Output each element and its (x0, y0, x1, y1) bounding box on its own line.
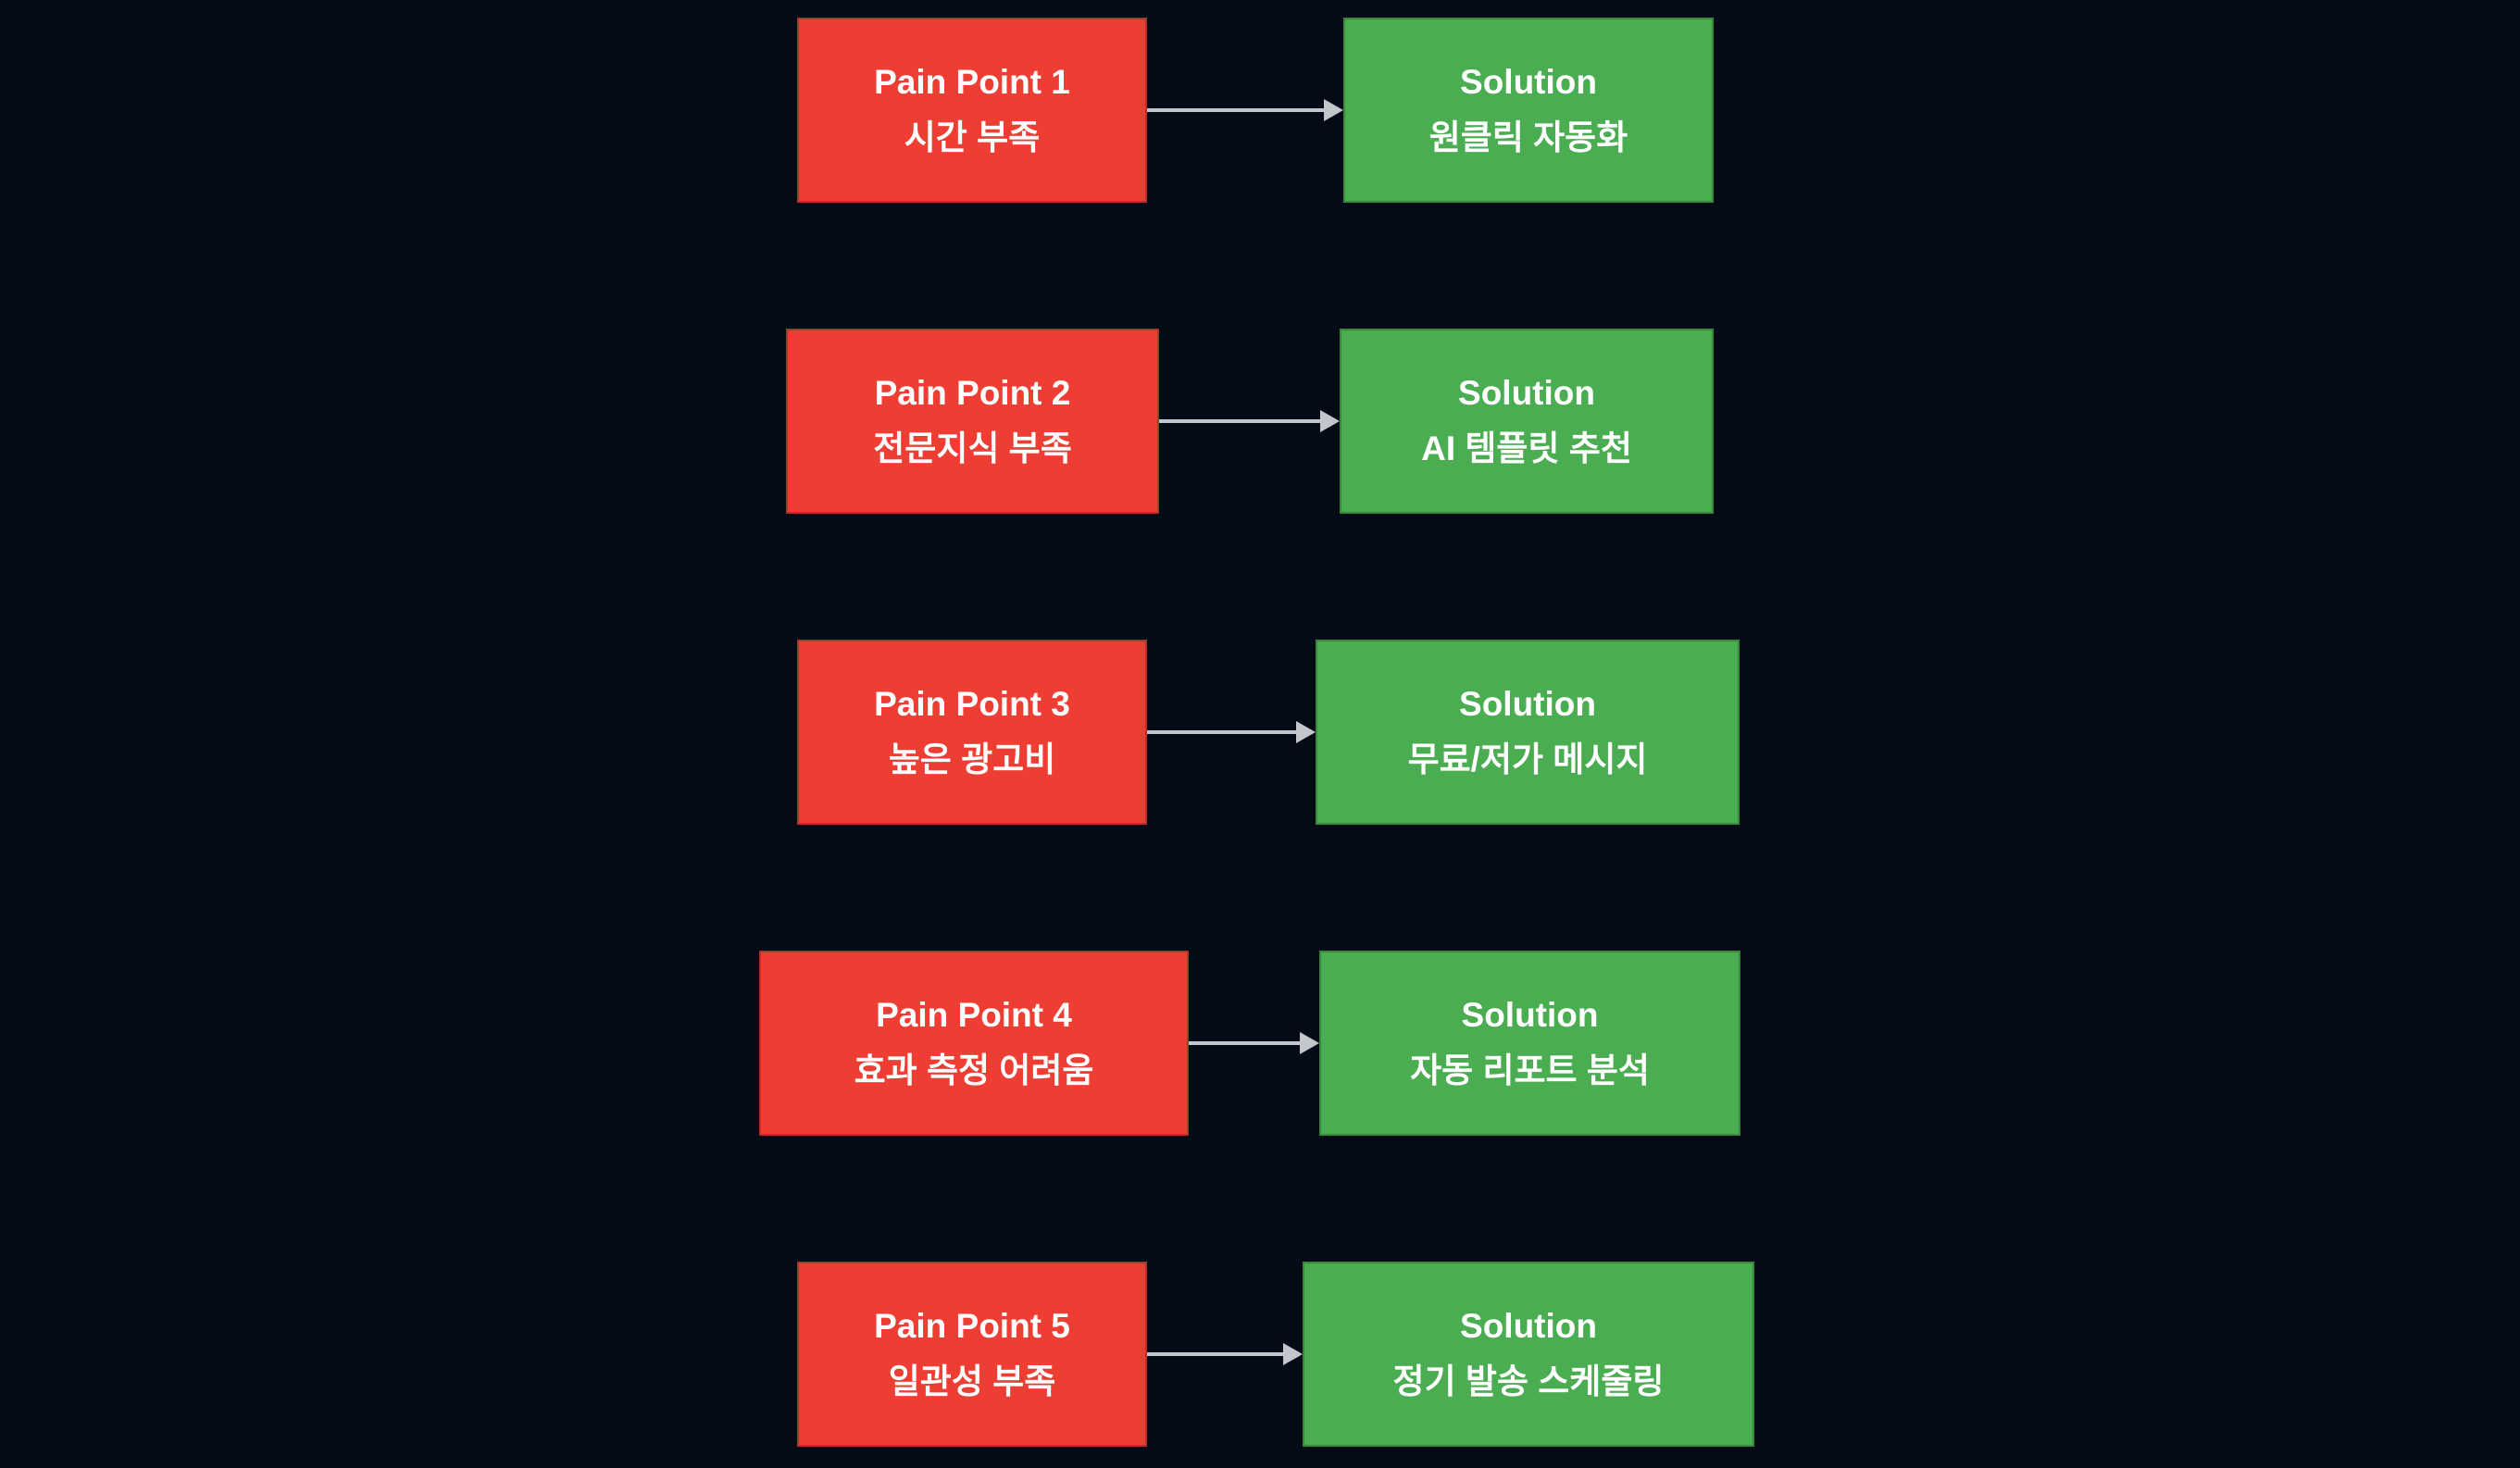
pain-title: Pain Point 4 (876, 996, 1072, 1034)
diagram-row-2: Pain Point 2 전문지식 부족 Solution AI 템플릿 추천 (0, 329, 2520, 514)
diagram-row-5: Pain Point 5 일관성 부족 Solution 정기 발송 스케줄링 (0, 1262, 2520, 1447)
arrow-connector (1189, 1032, 1319, 1054)
pain-subtitle: 높은 광고비 (888, 740, 1056, 778)
arrow-shaft (1147, 108, 1327, 112)
pain-point-box: Pain Point 3 높은 광고비 (797, 640, 1147, 825)
solution-box: Solution 정기 발송 스케줄링 (1303, 1262, 1754, 1447)
pain-point-box: Pain Point 4 효과 측정 어려움 (759, 951, 1189, 1136)
solution-box: Solution 무료/저가 메시지 (1316, 640, 1740, 825)
pain-point-box: Pain Point 5 일관성 부족 (797, 1262, 1147, 1447)
arrow-head-icon (1300, 1032, 1319, 1054)
pain-title: Pain Point 1 (874, 63, 1070, 101)
solution-title: Solution (1458, 374, 1595, 412)
solution-box: Solution 자동 리포트 분석 (1319, 951, 1740, 1136)
arrow-head-icon (1320, 410, 1340, 432)
solution-title: Solution (1461, 996, 1599, 1034)
pain-subtitle: 전문지식 부족 (873, 429, 1072, 467)
arrow-head-icon (1296, 721, 1316, 743)
solution-title: Solution (1460, 63, 1597, 101)
solution-subtitle: 정기 발송 스케줄링 (1392, 1362, 1665, 1400)
arrow-connector (1159, 410, 1340, 432)
diagram-row-4: Pain Point 4 효과 측정 어려움 Solution 자동 리포트 분… (0, 951, 2520, 1136)
solution-subtitle: 원클릭 자동화 (1428, 118, 1628, 156)
pain-point-box: Pain Point 1 시간 부족 (797, 18, 1147, 203)
arrow-connector (1147, 721, 1316, 743)
pain-title: Pain Point 2 (874, 374, 1071, 412)
pain-title: Pain Point 3 (874, 685, 1070, 723)
arrow-shaft (1189, 1041, 1303, 1045)
solution-subtitle: 무료/저가 메시지 (1407, 740, 1648, 778)
arrow-connector (1147, 1343, 1303, 1365)
diagram-row-3: Pain Point 3 높은 광고비 Solution 무료/저가 메시지 (0, 640, 2520, 825)
solution-subtitle: 자동 리포트 분석 (1410, 1051, 1650, 1089)
pain-subtitle: 일관성 부족 (888, 1362, 1056, 1400)
diagram-row-1: Pain Point 1 시간 부족 Solution 원클릭 자동화 (0, 18, 2520, 203)
solution-subtitle: AI 템플릿 추천 (1421, 429, 1632, 467)
pain-point-box: Pain Point 2 전문지식 부족 (786, 329, 1159, 514)
solution-box: Solution AI 템플릿 추천 (1340, 329, 1714, 514)
arrow-head-icon (1283, 1343, 1303, 1365)
pain-title: Pain Point 5 (874, 1307, 1070, 1345)
arrow-connector (1147, 99, 1343, 121)
arrow-shaft (1147, 730, 1299, 734)
pain-subtitle: 효과 측정 어려움 (854, 1051, 1094, 1089)
solution-title: Solution (1459, 685, 1596, 723)
arrow-shaft (1159, 419, 1323, 423)
arrow-head-icon (1324, 99, 1343, 121)
solution-title: Solution (1460, 1307, 1597, 1345)
pain-subtitle: 시간 부족 (904, 118, 1041, 156)
arrow-shaft (1147, 1352, 1286, 1356)
solution-box: Solution 원클릭 자동화 (1343, 18, 1714, 203)
